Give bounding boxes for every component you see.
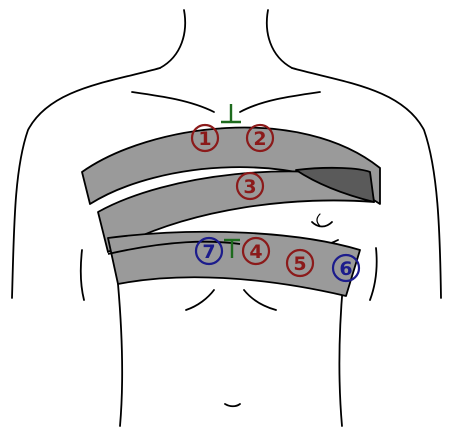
left-flank-line xyxy=(118,284,122,426)
neck-right-line xyxy=(267,10,292,68)
marker-number: 7 xyxy=(202,241,215,263)
right-nipple-arc xyxy=(317,214,320,226)
right-clavicle-line xyxy=(240,92,320,112)
marker-number: 1 xyxy=(198,128,211,150)
right-arm-inner-line xyxy=(370,248,377,300)
neck-left-line xyxy=(160,10,185,68)
left-arm-inner-line xyxy=(81,250,84,300)
marker-number: 4 xyxy=(249,241,262,263)
marker-number: 2 xyxy=(253,128,266,150)
tape-bands xyxy=(82,128,380,296)
sternal-notch-mark xyxy=(221,104,241,122)
marker-number: 6 xyxy=(339,258,352,280)
right-nipple-line xyxy=(312,222,332,227)
torso-outline xyxy=(12,10,441,426)
left-rib-line xyxy=(186,290,214,310)
left-clavicle-line xyxy=(132,92,214,112)
marker-number: 5 xyxy=(293,253,306,275)
right-flank-line xyxy=(339,284,343,426)
navel-line xyxy=(225,404,240,406)
right-rib-line xyxy=(244,290,276,310)
marker-number: 3 xyxy=(243,176,256,198)
lower-tape-band xyxy=(108,232,360,296)
